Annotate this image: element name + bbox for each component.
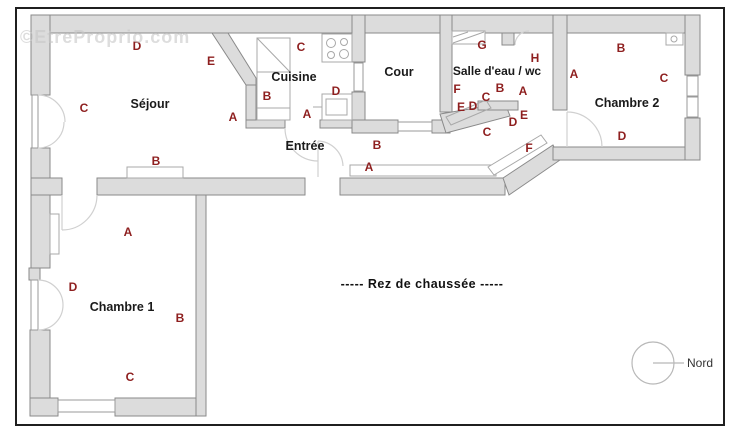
marker-couloir-c: C [483,125,492,139]
room-label-salle-eau: Salle d'eau / wc [453,64,542,78]
kitchen-counter [256,107,291,121]
wall-segment [114,397,207,417]
marker-sejour-d: D [133,39,142,53]
door-arc-chambre2 [566,111,603,148]
window-chambre2-east [686,75,699,97]
room-label-sejour: Séjour [131,97,170,111]
marker-chambre2-a: A [570,67,579,81]
window-chambre1-bottom [57,399,116,413]
wall-segment [684,117,701,161]
wall-segment [477,100,519,111]
radiator-diagonal [487,134,548,176]
marker-cuisine-d: D [332,84,341,98]
windows [30,62,699,413]
marker-salle_eau-f: F [453,82,460,96]
wall-segment [245,119,286,129]
marker-couloir-e: E [520,108,528,122]
wall-segment [552,146,701,161]
north-label: Nord [687,356,713,370]
door-arc-chambre1 [61,194,98,231]
room-label-entree: Entrée [286,139,325,153]
door-arc-cuisine [284,127,319,162]
marker-sejour-c: C [80,101,89,115]
marker-salle_eau-e: E [457,100,465,114]
marker-couloir-d: D [509,115,518,129]
door-arc-wc [514,30,530,46]
marker-cuisine-a: A [303,107,312,121]
wall-segment [501,32,515,46]
walls [28,14,701,417]
wall-segment [684,14,701,76]
marker-chambre2-b: B [617,41,626,55]
marker-salle_eau-a: A [519,84,528,98]
wall-segment [339,177,506,196]
window-swing-arc [37,121,65,149]
wall-segment [351,119,399,134]
marker-cuisine-c: C [297,40,306,54]
marker-salle_eau-d: D [469,99,478,113]
wall-segment [319,119,353,129]
marker-salle_eau-g: G [477,38,486,52]
wall-segment [30,177,63,196]
wall-segment [30,147,51,269]
fixtures [49,30,684,255]
room-label-chambre1: Chambre 1 [90,300,155,314]
marker-entree-b: B [373,138,382,152]
marker-chambre2-d: D [618,129,627,143]
kitchen-counter [256,71,291,109]
shower-icon [451,30,486,45]
wall-segment [552,14,568,111]
wall-segment [28,267,41,281]
marker-cuisine-b: B [263,89,272,103]
window-sejour-left [31,94,39,149]
room-label-chambre2: Chambre 2 [595,96,660,110]
radiator-sejour [126,166,184,179]
chambre2-corner-fixture [665,32,684,46]
room-labels: Séjour Cuisine Cour Salle d'eau / wc Cha… [90,64,660,314]
window-swing-arc [37,94,66,123]
window-swing-arc [37,304,64,331]
door-arc-entree [317,140,344,167]
marker-salle_eau-c: C [482,90,491,104]
wall-segment [96,177,306,196]
marker-entree-a: A [365,160,374,174]
marker-salle_eau-h: H [531,51,540,65]
stove-icon [321,33,353,63]
window-chambre2-east [686,96,699,118]
marker-salle_eau-b: B [496,81,505,95]
marker-chambre1-c: C [126,370,135,384]
wall-segment [29,397,59,417]
doors [61,30,603,231]
marker-chambre1-a: A [124,225,133,239]
window-chambre1-left [30,279,39,331]
marker-chambre1-d: D [69,280,78,294]
wall-segment [351,14,366,63]
wall-segment [211,32,257,86]
sink-icon [313,93,353,121]
kitchen-counter-diagonal [256,37,291,73]
room-label-cuisine: Cuisine [271,70,316,84]
bathroom-vanity [445,99,492,126]
floor-caption: ----- Rez de chaussée ----- [341,277,504,291]
marker-chambre1-b: B [176,311,185,325]
marker-couloir-f: F [525,141,532,155]
watermark: ©EtreProprio.com [20,27,190,47]
marker-sejour-b: B [152,154,161,168]
wall-segment [195,194,207,417]
window-cour-south [397,121,433,132]
radiator-hall [49,213,60,255]
wall-segment [439,14,453,113]
marker-chambre2-c: C [660,71,669,85]
room-label-cour: Cour [384,65,413,79]
image-border [15,7,725,426]
marker-sejour-e: E [207,54,215,68]
wall-segment [29,329,51,399]
marker-sejour-a: A [229,110,238,124]
compass: Nord [631,341,713,385]
window-swing-arc [37,279,64,306]
window-cuisine-cour [353,62,364,92]
